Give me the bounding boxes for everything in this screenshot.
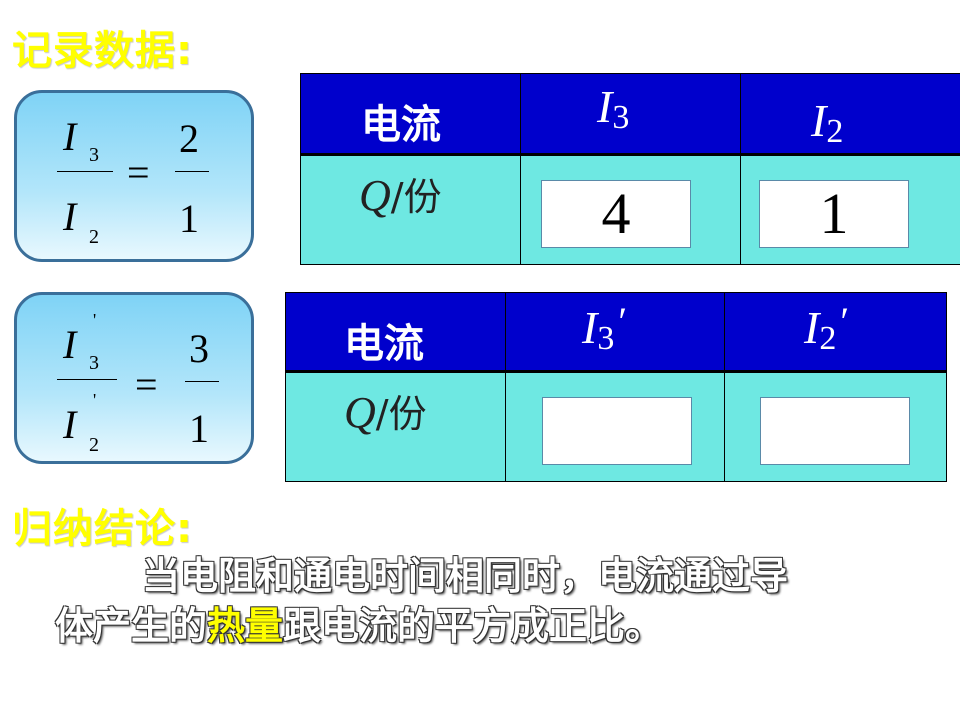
table-1-col-header-i3: I3	[597, 81, 630, 136]
formula-equals-sign: =	[127, 150, 150, 195]
data-table-2: 电流 I3′ I2′ Q/份	[285, 292, 947, 482]
data-table-1: 电流 I3 I2 Q/份 4 1	[300, 73, 960, 265]
formula2-right-fraction-bar	[185, 381, 219, 382]
formula2-rhs-denominator: 1	[189, 406, 209, 451]
formula2-numerator-subscript: 3	[89, 352, 99, 374]
conclusion-highlight-heat: 热量	[207, 604, 284, 648]
formula2-numerator-var: I	[63, 322, 77, 367]
table-2-row-label: Q/份	[344, 388, 427, 437]
table-1-row-label: Q/份	[359, 171, 442, 220]
table-1-value-i3[interactable]: 4	[541, 180, 691, 248]
table-2-col-header-i2-prime: I2′	[804, 299, 850, 357]
table-2-body-row: Q/份	[286, 373, 946, 481]
formula-right-fraction-bar	[175, 171, 209, 172]
formula-rhs-denominator: 1	[179, 196, 199, 241]
table-2-header-row: 电流 I3′ I2′	[286, 293, 946, 373]
conclusion-line-2-start: 体产生的	[55, 604, 208, 648]
table-2-divider-2	[724, 293, 725, 481]
record-data-heading: 记录数据:	[12, 28, 193, 74]
conclusion-heading: 归纳结论:	[12, 506, 193, 552]
formula-left-fraction-bar	[57, 171, 113, 172]
table-2-value-i3-prime[interactable]	[542, 397, 692, 465]
formula2-numerator-prime: '	[93, 310, 97, 330]
table-1-divider-1	[520, 74, 521, 264]
formula-box-ratio-prime: I ' 3 I ' 2 = 3 1	[14, 292, 254, 464]
formula2-equals-sign: =	[135, 362, 158, 407]
formula2-rhs-numerator: 3	[189, 326, 209, 371]
table-1-body-row: Q/份 4 1	[301, 156, 960, 264]
formula2-denominator-subscript: 2	[89, 434, 99, 456]
table-1-header-row: 电流 I3 I2	[301, 74, 960, 156]
table-1-divider-2	[740, 74, 741, 264]
formula2-denominator-prime: '	[93, 390, 97, 410]
formula-numerator-var: I	[63, 114, 77, 159]
formula-denominator-var: I	[63, 194, 77, 239]
table-2-value-i2-prime[interactable]	[760, 397, 910, 465]
conclusion-text-line-2: 体产生的热量跟电流的平方成正比。	[55, 602, 663, 650]
table-2-divider-1	[505, 293, 506, 481]
conclusion-line-2-end: 跟电流的平方成正比。	[283, 604, 664, 648]
formula2-denominator-var: I	[63, 402, 77, 447]
formula-box-ratio: I 3 I 2 = 2 1	[14, 90, 254, 262]
formula2-left-fraction-bar	[57, 379, 117, 380]
formula-numerator-subscript: 3	[89, 144, 99, 166]
table-1-col-header-i2: I2	[811, 95, 844, 150]
table-1-value-i2[interactable]: 1	[759, 180, 909, 248]
formula-rhs-numerator: 2	[179, 116, 199, 161]
conclusion-text-line-1: 当电阻和通电时间相同时，电流通过导	[142, 554, 789, 598]
table-2-col-header-i3-prime: I3′	[582, 299, 628, 357]
formula-denominator-subscript: 2	[89, 226, 99, 248]
table-2-header-label: 电流	[344, 321, 424, 367]
table-1-header-label: 电流	[361, 102, 441, 148]
